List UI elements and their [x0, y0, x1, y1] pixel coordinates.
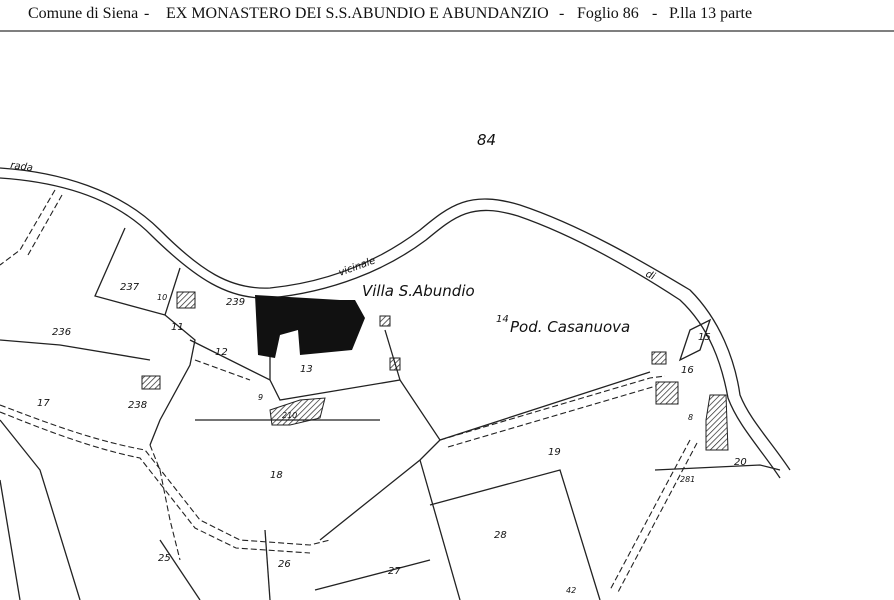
road-label-di: di: [644, 269, 657, 283]
map-header: Comune di Siena - EX MONASTERO DEI S.S.A…: [0, 0, 894, 30]
header-particella: P.lla 13 parte: [669, 5, 753, 22]
parcel-237: 237: [120, 282, 140, 293]
parcel-236: 236: [52, 327, 71, 338]
parcel-17: 17: [37, 398, 50, 409]
building-10: [176, 291, 196, 309]
building-13a: [379, 315, 391, 327]
parcel-11: 11: [171, 322, 184, 333]
parcel-9: 9: [258, 393, 263, 402]
parcel-13: 13: [300, 364, 313, 375]
parcel-26: 26: [278, 559, 291, 570]
parcel-27: 27: [388, 566, 401, 577]
building-238: [141, 375, 161, 390]
header-sep: -: [559, 5, 565, 22]
parcel-15: 15: [698, 332, 711, 343]
building-8: [705, 394, 729, 451]
parcel-19: 19: [548, 447, 561, 458]
building-16b: [655, 381, 679, 405]
parcel-281: 281: [680, 475, 695, 484]
place-pod-casanuova: Pod. Casanuova: [510, 318, 630, 336]
parcel-239: 239: [226, 297, 245, 308]
parcel-8: 8: [688, 413, 693, 422]
road-label-strada: rada: [10, 160, 34, 174]
villa-building: [255, 295, 365, 358]
header-sep: -: [652, 5, 658, 22]
header-sep: -: [144, 5, 150, 22]
parcel-10: 10: [157, 293, 167, 302]
parcel-42: 42: [566, 586, 576, 595]
header-title: EX MONASTERO DEI S.S.ABUNDIO E ABUNDANZI…: [166, 5, 549, 22]
building-16a: [651, 351, 667, 365]
road-label-vicinale: vicinale: [337, 255, 377, 278]
header-comune: Comune di Siena: [28, 5, 139, 22]
road-strada-vicinale: [0, 167, 791, 479]
parcel-28: 28: [494, 530, 507, 541]
header-foglio: Foglio 86: [577, 5, 639, 22]
parcel-16: 16: [681, 365, 694, 376]
parcel-12: 12: [215, 347, 228, 358]
building-13b: [389, 357, 401, 371]
parcel-14: 14: [496, 314, 509, 325]
sheet-number: 84: [477, 131, 496, 149]
parcel-25: 25: [158, 553, 171, 564]
dashed-boundaries: [0, 189, 698, 595]
parcel-18: 18: [270, 470, 283, 481]
parcel-20: 20: [734, 457, 747, 468]
place-villa-s-abundio: Villa S.Abundio: [362, 282, 475, 300]
building-210: [269, 397, 326, 426]
parcel-210: 210: [282, 411, 297, 420]
parcel-238: 238: [128, 400, 147, 411]
